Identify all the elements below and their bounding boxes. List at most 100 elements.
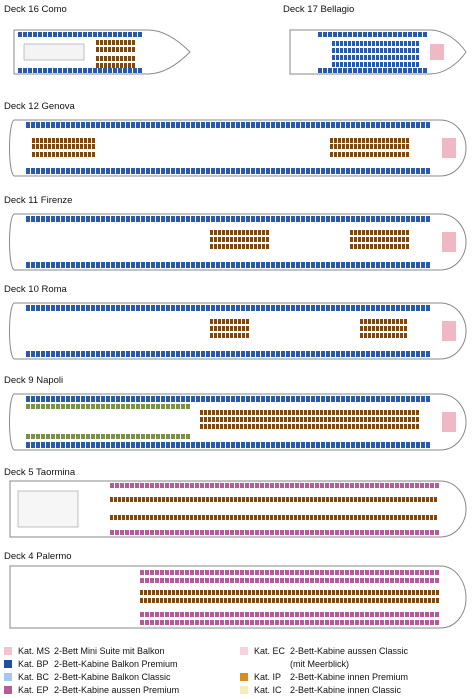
- cabin: [200, 483, 204, 488]
- cabin: [188, 590, 191, 595]
- cabin: [76, 216, 80, 222]
- cabin: [344, 424, 347, 429]
- cabin: [320, 424, 323, 429]
- cabin: [416, 48, 419, 53]
- cabin: [151, 262, 155, 268]
- cabin: [376, 590, 379, 595]
- cabin: [430, 620, 434, 625]
- cabin: [328, 424, 331, 429]
- cabin: [210, 230, 213, 235]
- cabin: [68, 68, 72, 73]
- cabin: [302, 497, 305, 502]
- cabin: [305, 570, 309, 575]
- cabin: [365, 612, 369, 617]
- cabin: [170, 570, 174, 575]
- cabin: [356, 590, 359, 595]
- cabin: [61, 216, 65, 222]
- cabin: [416, 396, 420, 402]
- cabin: [165, 578, 169, 583]
- cabin: [222, 237, 225, 242]
- cabin: [366, 497, 369, 502]
- cabin: [324, 410, 327, 415]
- cabin: [321, 122, 325, 128]
- cabin: [350, 483, 354, 488]
- cabin: [361, 305, 365, 311]
- cabin: [345, 530, 349, 535]
- cabin: [276, 216, 280, 222]
- cabin: [215, 570, 219, 575]
- cabin: [191, 262, 195, 268]
- cabin: [18, 68, 22, 73]
- cabin: [380, 410, 383, 415]
- cabin: [346, 122, 350, 128]
- cabin: [171, 351, 175, 357]
- cabin: [296, 168, 300, 174]
- cabin: [376, 48, 379, 53]
- cabin: [138, 497, 141, 502]
- cabin: [384, 55, 387, 60]
- cabin: [28, 68, 32, 73]
- cabin: [301, 351, 305, 357]
- cabin: [392, 62, 395, 67]
- cabin: [181, 122, 185, 128]
- cabin: [106, 168, 110, 174]
- cabin: [171, 262, 175, 268]
- legend-code: Kat. EC: [254, 646, 286, 656]
- cabin: [361, 396, 365, 402]
- cabin: [246, 497, 249, 502]
- cabin: [420, 598, 423, 603]
- deck-16-center: [23, 43, 85, 61]
- cabin: [418, 32, 422, 37]
- cabin: [310, 530, 314, 535]
- cabin: [316, 262, 320, 268]
- cabin: [240, 530, 244, 535]
- cabin: [336, 396, 340, 402]
- cabin: [368, 319, 371, 324]
- cabin: [56, 404, 60, 409]
- cabin: [63, 32, 67, 37]
- cabin: [76, 351, 80, 357]
- cabin: [140, 620, 144, 625]
- cabin: [364, 417, 367, 422]
- cabin: [76, 442, 80, 448]
- cabin: [224, 598, 227, 603]
- cabin: [290, 515, 293, 520]
- cabin: [344, 55, 347, 60]
- cabin: [246, 319, 249, 324]
- cabin: [63, 68, 67, 73]
- cabin: [396, 48, 399, 53]
- cabin: [175, 578, 179, 583]
- cabin: [80, 144, 83, 149]
- cabin: [414, 497, 417, 502]
- cabin: [234, 333, 237, 338]
- cabin: [348, 68, 352, 73]
- cabin: [84, 138, 87, 143]
- cabin: [160, 578, 164, 583]
- cabin: [206, 351, 210, 357]
- cabin: [378, 152, 381, 157]
- cabin: [116, 396, 120, 402]
- cabin: [46, 122, 50, 128]
- cabin: [146, 216, 150, 222]
- cabin: [384, 424, 387, 429]
- cabin: [386, 262, 390, 268]
- cabin: [235, 530, 239, 535]
- cabin: [225, 612, 229, 617]
- cabin: [401, 122, 405, 128]
- cabin: [161, 216, 165, 222]
- cabin: [106, 404, 110, 409]
- cabin: [390, 620, 394, 625]
- cabin: [425, 530, 429, 535]
- cabin: [281, 262, 285, 268]
- cabin: [256, 305, 260, 311]
- cabin: [331, 216, 335, 222]
- cabin: [268, 410, 271, 415]
- cabin: [53, 32, 57, 37]
- cabin: [392, 417, 395, 422]
- cabin: [36, 351, 40, 357]
- cabin: [116, 168, 120, 174]
- cabin: [78, 32, 82, 37]
- cabin: [404, 319, 407, 324]
- cabin: [344, 41, 347, 46]
